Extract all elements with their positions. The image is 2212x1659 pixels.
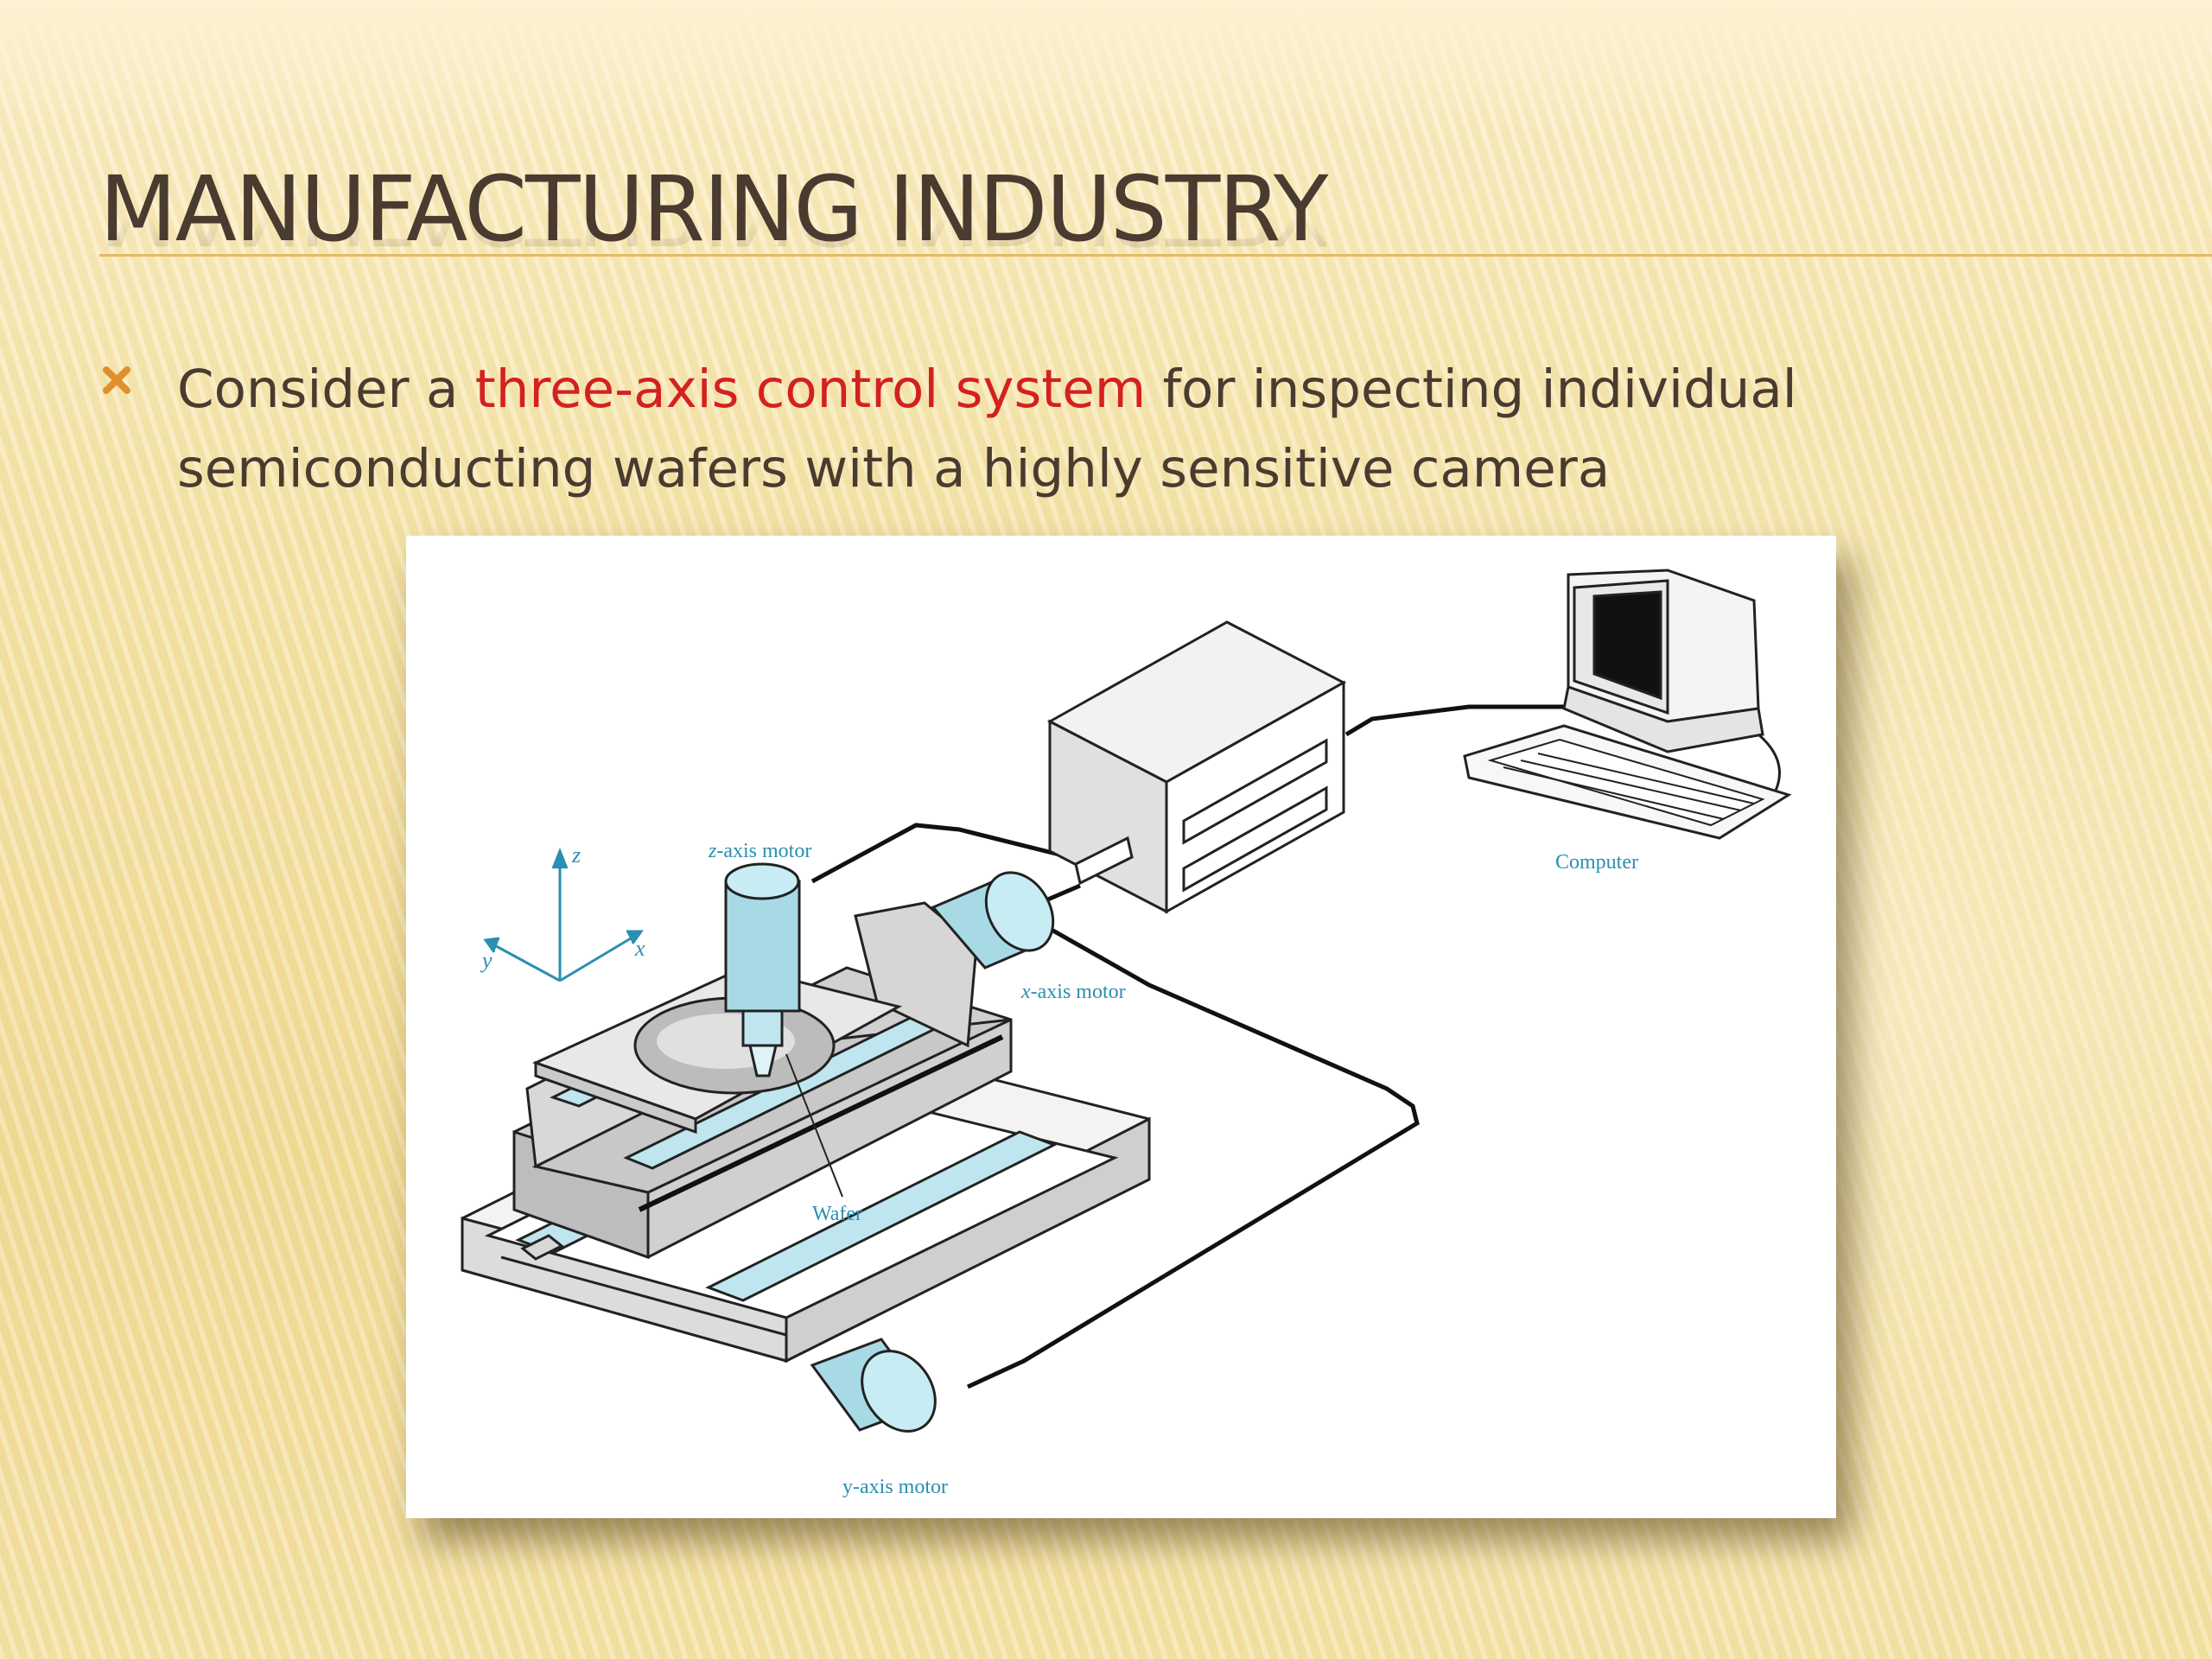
- x-axis-carriage: [512, 901, 1013, 1260]
- x-axis-motor-label: x-axis motor: [1020, 981, 1126, 1003]
- bullet-text-start: Consider a: [177, 359, 475, 420]
- slide-title: MANUFACTURING INDUSTRY: [99, 156, 1328, 262]
- computer-icon: [1463, 569, 1792, 840]
- axis-y-label: y: [480, 948, 493, 973]
- z-axis-motor-label: z-axis motor: [708, 840, 811, 862]
- x-bullet-icon: [103, 366, 130, 394]
- controller-box: [1046, 620, 1347, 914]
- x-axis-motor: [931, 871, 1055, 969]
- title-underline: [99, 254, 2212, 257]
- coordinate-axes: [483, 847, 644, 982]
- three-axis-system-diagram: z x y: [406, 536, 1836, 1518]
- bullet-highlight: three-axis control system: [474, 359, 1147, 420]
- bullet-text-end: for inspecting individual semiconducting…: [177, 359, 1797, 499]
- computer-label: Computer: [1555, 851, 1638, 874]
- wafer-label: Wafer: [812, 1203, 862, 1225]
- wafer-leader-line: [785, 1053, 843, 1198]
- y-axis-motor: [810, 1338, 937, 1433]
- axis-z-label: z: [571, 842, 581, 868]
- z-axis-motor: [724, 862, 801, 1077]
- axis-x-label: x: [634, 936, 645, 961]
- bullet-text: Consider a three-axis control system for…: [177, 350, 2035, 509]
- background-highlight: [0, 0, 2212, 130]
- diagram-illustration: z x y: [461, 569, 1792, 1498]
- y-axis-motor-label: y-axis motor: [842, 1476, 948, 1498]
- wafer-stage: [531, 966, 903, 1135]
